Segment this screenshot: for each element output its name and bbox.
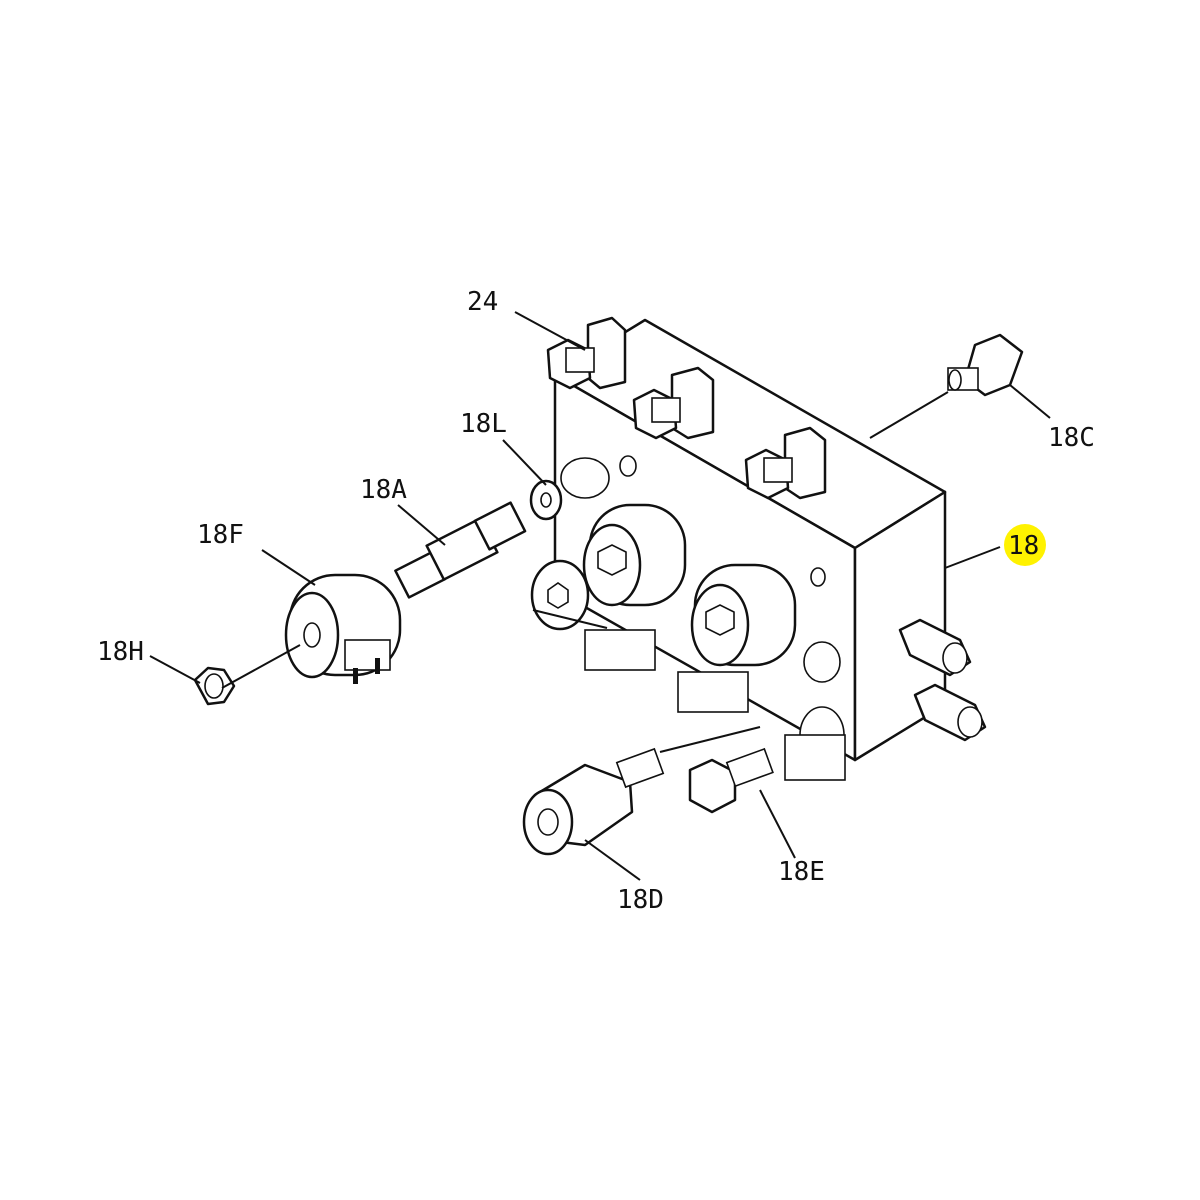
elbow-fitting-2[interactable] [632,366,715,440]
elbow-fitting-1[interactable] [546,316,627,390]
callout-18[interactable]: 18 [1008,531,1039,561]
mounted-valve-cap[interactable] [530,559,846,781]
part-18e-plug[interactable] [688,747,774,814]
leader-lines [149,311,1051,881]
callout-18d[interactable]: 18D [617,885,664,915]
mounted-solenoid-coil-2[interactable] [690,563,797,667]
callout-18h[interactable]: 18H [97,637,144,667]
mounted-solenoid-coil-1[interactable] [582,503,687,607]
side-fitting-2[interactable] [913,683,987,742]
elbow-fitting-3[interactable] [744,426,827,500]
callout-18f[interactable]: 18F [197,520,244,550]
part-18l-washer[interactable] [529,479,563,521]
callout-18a[interactable]: 18A [360,475,407,505]
callout-18l[interactable]: 18L [460,409,507,439]
side-fitting-1[interactable] [898,618,972,677]
part-18a-cartridge[interactable] [394,501,527,599]
part-18f-coil[interactable] [284,573,402,684]
callout-18e[interactable]: 18E [778,857,825,887]
part-18c-plug[interactable] [947,333,1024,397]
callout-18c[interactable]: 18C [1048,423,1095,453]
part-18d-relief-valve[interactable] [522,747,665,856]
callouts: 24 18L 18A 18F 18H 18C 18 18D 18E [97,287,1095,915]
callout-24[interactable]: 24 [467,287,498,317]
part-18h-nut[interactable] [193,666,236,706]
callout-18-highlight [1004,524,1046,566]
